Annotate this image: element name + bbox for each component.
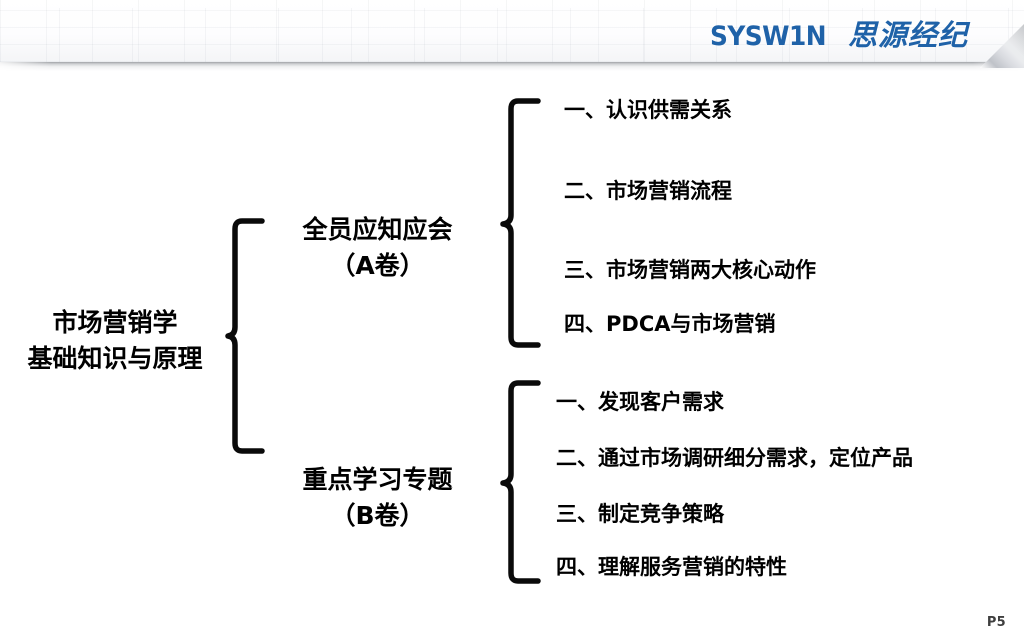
leaf-b-4: 四、理解服务营销的特性 xyxy=(556,555,787,579)
logo-chinese-name: 思源经纪 xyxy=(847,18,968,52)
leaf-b-2: 二、通过市场调研细分需求，定位产品 xyxy=(556,446,913,470)
leaf-a-4: 四、PDCA与市场营销 xyxy=(564,312,776,336)
leaf-b-3: 三、制定竞争策略 xyxy=(556,502,724,526)
branch-node-a-line1: 全员应知应会 xyxy=(302,215,453,244)
root-node-line1: 市场营销学 xyxy=(52,308,178,337)
leaf-a-2: 二、市场营销流程 xyxy=(564,179,732,203)
slide-header: SYSW1N 思源经纪 xyxy=(0,0,1024,62)
branch-node-b: 重点学习专题 （B卷） xyxy=(270,462,485,533)
root-node-line2: 基础知识与原理 xyxy=(27,343,203,373)
page-number: P5 xyxy=(986,615,1006,630)
branch-node-a: 全员应知应会 （A卷） xyxy=(270,212,485,283)
header-grid-texture-secondary xyxy=(0,8,1024,62)
company-logo: SYSW1N 思源经纪 xyxy=(710,12,968,54)
logo-wordmark: SYSW1N xyxy=(709,21,826,52)
leaf-a-3: 三、市场营销两大核心动作 xyxy=(564,258,816,282)
root-brace xyxy=(225,218,265,454)
header-grid-texture xyxy=(0,0,1024,62)
leaf-a-1: 一、认识供需关系 xyxy=(564,98,732,122)
branch-node-a-line2: （A卷） xyxy=(330,250,425,280)
page-curl-icon xyxy=(980,24,1024,68)
root-node: 市场营销学 基础知识与原理 xyxy=(10,305,220,376)
leaf-b-1: 一、发现客户需求 xyxy=(556,390,724,414)
branch-node-b-line1: 重点学习专题 xyxy=(302,465,453,494)
branch-b-brace xyxy=(500,380,541,584)
branch-a-brace xyxy=(500,98,541,348)
header-shadow-fade xyxy=(0,62,1024,71)
branch-node-b-line2: （B卷） xyxy=(330,500,425,530)
